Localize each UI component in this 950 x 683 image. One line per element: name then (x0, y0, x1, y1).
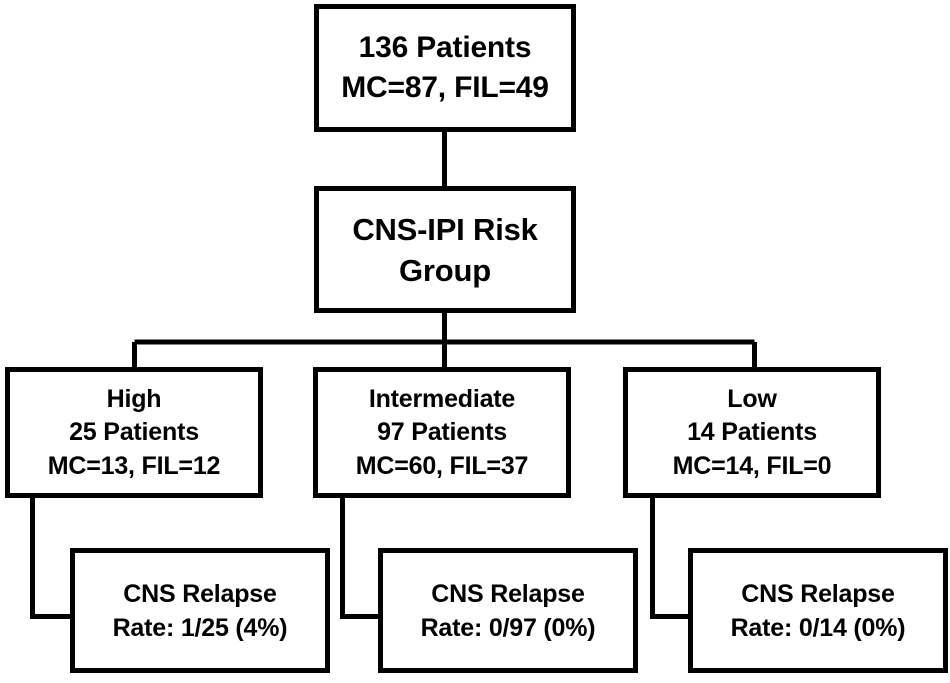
cohort-split-label: MC=87, FIL=49 (341, 71, 549, 104)
outcome-intermediate-line-2: Rate: 0/97 (0%) (420, 613, 596, 642)
node-cns-ipi-risk-group: CNS-IPI Risk Group (314, 186, 576, 313)
outcome-high-line-2: Rate: 1/25 (4%) (112, 613, 288, 642)
node-outcome-low: CNS Relapse Rate: 0/14 (0%) (688, 548, 948, 673)
classifier-line-1: CNS-IPI Risk (352, 211, 538, 247)
stratum-intermediate-title: Intermediate (368, 384, 516, 413)
node-stratum-intermediate: Intermediate 97 Patients MC=60, FIL=37 (313, 367, 571, 498)
node-outcome-high: CNS Relapse Rate: 1/25 (4%) (70, 548, 330, 673)
classifier-line-2: Group (399, 252, 491, 288)
connector-low-to-outcome (650, 498, 688, 619)
stratum-high-count: 25 Patients (69, 417, 199, 446)
node-stratum-low: Low 14 Patients MC=14, FIL=0 (623, 367, 881, 498)
outcome-low-line-1: CNS Relapse (741, 579, 895, 608)
node-outcome-intermediate: CNS Relapse Rate: 0/97 (0%) (378, 548, 638, 673)
stratum-high-title: High (106, 384, 162, 413)
stratum-low-count: 14 Patients (687, 417, 817, 446)
outcome-intermediate-line-1: CNS Relapse (431, 579, 585, 608)
connector-intermediate-to-outcome (340, 498, 378, 619)
stratum-low-title: Low (727, 384, 777, 413)
stratum-intermediate-split: MC=60, FIL=37 (355, 451, 529, 480)
node-total-cohort: 136 Patients MC=87, FIL=49 (314, 4, 576, 132)
stratum-low-split: MC=14, FIL=0 (672, 451, 832, 480)
stratum-intermediate-count: 97 Patients (377, 417, 507, 446)
cohort-total-label: 136 Patients (358, 31, 532, 64)
connector-high-to-outcome (30, 498, 70, 619)
node-stratum-high: High 25 Patients MC=13, FIL=12 (5, 367, 263, 498)
stratum-high-split: MC=13, FIL=12 (47, 451, 221, 480)
outcome-high-line-1: CNS Relapse (123, 579, 277, 608)
outcome-low-line-2: Rate: 0/14 (0%) (730, 613, 906, 642)
